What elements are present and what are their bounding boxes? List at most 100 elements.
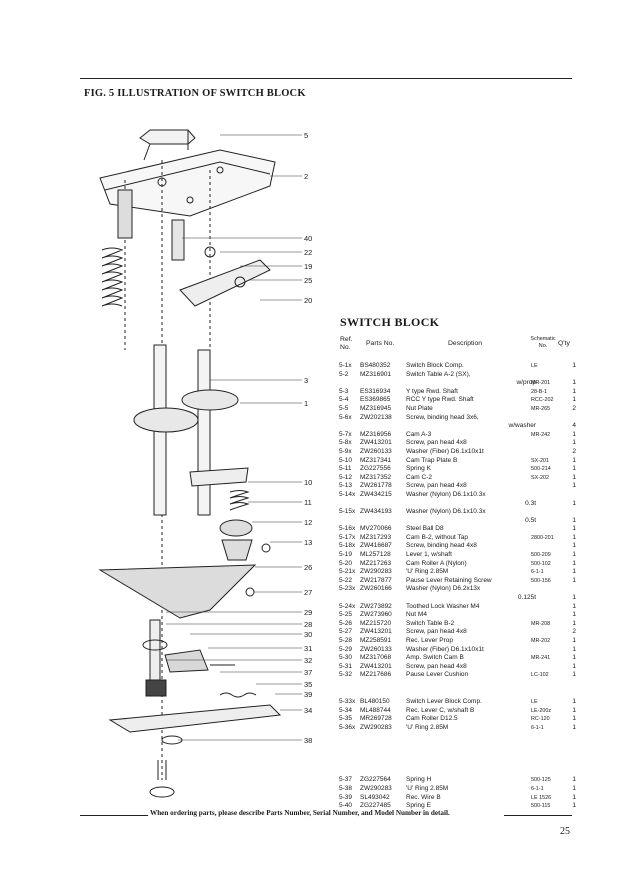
qty-cell: 1: [572, 473, 576, 481]
description-cell: Screw, binding head 4x8: [406, 542, 477, 550]
ref-cell: 5-22: [339, 576, 353, 584]
description-cell: Cam Trap Plate B: [406, 456, 458, 464]
schematic-cell: 500-209: [531, 552, 551, 559]
ref-cell: 5-18x: [339, 542, 356, 550]
qty-cell: 1: [572, 516, 576, 524]
description-cell: Switch Lever Block Comp.: [406, 697, 482, 705]
callout-label: 38: [304, 736, 312, 745]
callout-label: 19: [304, 262, 312, 271]
parts-no-cell: ZW202138: [360, 413, 392, 421]
description-cell: 'U' Ring 2.85M: [406, 568, 449, 576]
qty-cell: 1: [572, 723, 576, 731]
parts-no-cell: MZ316945: [360, 404, 392, 412]
callout-label: 35: [304, 680, 312, 689]
description-cell: Cam Roller D12.5: [406, 715, 458, 723]
description-cell: Lever 1, w/shaft: [406, 551, 452, 559]
page-number: 25: [560, 826, 570, 837]
parts-no-cell: ZW290283: [360, 784, 392, 792]
description-cell: Cam Roller A (Nylon): [406, 559, 467, 567]
parts-no-cell: ZW434215: [360, 490, 392, 498]
parts-no-cell: ZG227564: [360, 776, 391, 784]
schematic-cell: 500-125: [531, 777, 551, 784]
qty-cell: 1: [572, 654, 576, 662]
ref-cell: 5-29: [339, 645, 353, 653]
schematic-cell: LE: [531, 698, 538, 705]
parts-no-cell: BL480150: [360, 697, 390, 705]
ref-cell: 5-30: [339, 654, 353, 662]
parts-no-cell: ZW260133: [360, 645, 392, 653]
description-cell: Cam B-2, without Tap: [406, 533, 469, 541]
qty-cell: 2: [572, 404, 576, 412]
ref-cell: 5-15x: [339, 508, 356, 516]
description-cell: Rec. Wire B: [406, 793, 441, 801]
ref-cell: 5-28: [339, 637, 353, 644]
qty-cell: 1: [572, 784, 576, 792]
parts-no-cell: ZW413201: [360, 628, 392, 636]
schematic-cell: 500-156: [531, 577, 551, 584]
ref-cell: 5-25: [339, 611, 353, 619]
qty-cell: 1: [572, 430, 576, 438]
parts-no-cell: ZW434193: [360, 508, 392, 516]
callout-label: 34: [304, 706, 312, 715]
qty-cell: 1: [572, 396, 576, 404]
description-cell: Switch Table A-2 (SX),: [406, 370, 471, 378]
ref-cell: 5-36x: [339, 723, 356, 731]
parts-no-cell: MZ317068: [360, 654, 392, 662]
description-cell: Spring H: [406, 776, 432, 784]
description-cell: Nut M4: [406, 611, 427, 619]
ref-cell: 5-12: [339, 473, 353, 481]
schematic-cell: 500-115: [531, 803, 551, 810]
callout-label: 2: [304, 172, 308, 181]
qty-cell: 1: [572, 662, 576, 670]
callout-label: 29: [304, 608, 312, 617]
description-cell: w/washer: [508, 422, 536, 430]
figure-title: FIG. 5 ILLUSTRATION OF SWITCH BLOCK: [84, 88, 306, 99]
schematic-cell: MR-265: [531, 405, 551, 412]
callout-label: 28: [304, 620, 312, 629]
qty-cell: 1: [572, 465, 576, 473]
ref-cell: 5-26: [339, 619, 353, 627]
parts-no-cell: ZW273892: [360, 602, 392, 610]
qty-cell: 4: [572, 422, 576, 430]
description-cell: Washer (Nylon) D6.2x13x: [406, 585, 481, 593]
qty-cell: 1: [572, 602, 576, 610]
callout-label: 27: [304, 588, 312, 597]
schematic-cell: MR-201: [531, 380, 551, 387]
qty-cell: 1: [572, 776, 576, 784]
qty-cell: 1: [572, 379, 576, 387]
ref-cell: 5-23x: [339, 585, 356, 593]
description-cell: Nut Plate: [406, 404, 433, 412]
ref-cell: 5-40: [339, 802, 353, 810]
bottom-rule-left: [80, 815, 148, 816]
description-cell: 0.3t: [525, 499, 536, 507]
description-cell: Rec. Lever C, w/shaft B: [406, 706, 475, 714]
ref-cell: 5-7x: [339, 430, 352, 438]
qty-cell: 1: [572, 482, 576, 490]
parts-no-cell: ZW260166: [360, 585, 392, 593]
description-cell: Screw, binding head 3x6,: [406, 413, 479, 421]
qty-cell: 1: [572, 619, 576, 627]
ref-cell: 5-20: [339, 559, 353, 567]
qty-cell: 1: [572, 362, 576, 369]
qty-cell: 2: [572, 628, 576, 636]
callout-label: 5: [304, 131, 308, 140]
schematic-cell: LE-200z: [531, 707, 552, 714]
qty-cell: 2: [572, 447, 576, 455]
